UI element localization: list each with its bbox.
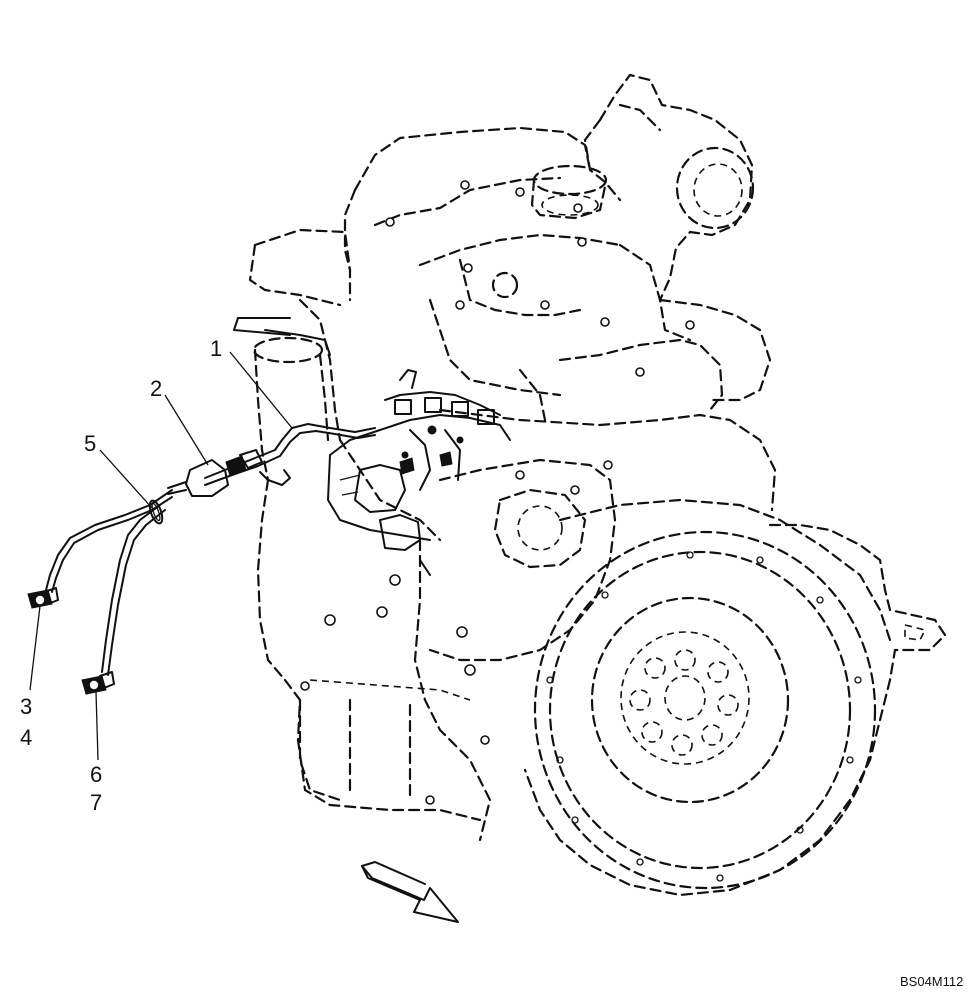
callout-2: 2 xyxy=(150,376,162,401)
callout-3: 3 xyxy=(20,694,32,719)
leader-lines xyxy=(29,351,293,761)
front-direction-arrow xyxy=(361,861,459,923)
callouts: 1 2 3 4 5 6 7 xyxy=(20,336,222,815)
fuel-lines xyxy=(27,423,376,695)
figure-code: BS04M112 xyxy=(900,974,963,989)
callout-7: 7 xyxy=(90,790,102,815)
callout-1: 1 xyxy=(210,336,222,361)
callout-4: 4 xyxy=(20,725,32,750)
engine-outline xyxy=(233,73,947,897)
callout-5: 5 xyxy=(84,431,96,456)
callout-6: 6 xyxy=(90,762,102,787)
injection-pump xyxy=(327,369,511,576)
